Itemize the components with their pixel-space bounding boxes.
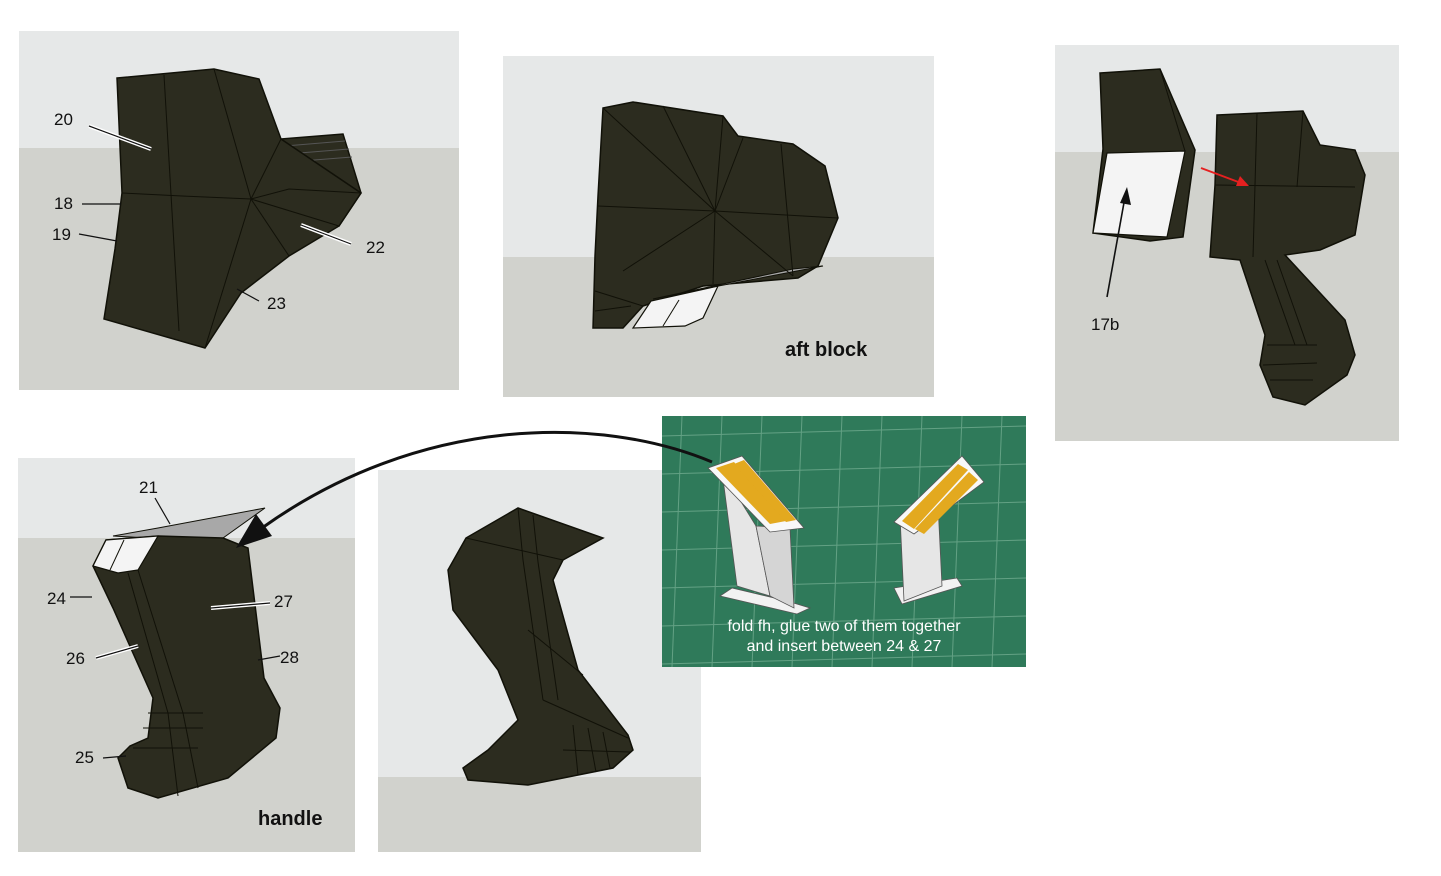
handle-illustration [18,458,355,852]
photo-caption-line-2: and insert between 24 & 27 [746,638,942,655]
folded-parts-photo [662,416,1026,667]
panel-aft-block: aft block [503,56,934,397]
panel-handle: 21 24 27 26 28 25 handle [18,458,355,852]
part-label-17b: 17b [1091,315,1120,334]
part-label-20: 20 [54,110,73,129]
part-label-25: 25 [75,748,94,767]
aft-block-title: aft block [785,339,868,361]
panel-main-block: 20 18 19 22 23 [19,31,459,390]
part-label-26: 26 [66,649,85,668]
part-label-22: 22 [366,238,385,257]
part-label-21: 21 [139,478,158,497]
photo-caption-line-1: fold fh, glue two of them together [727,618,961,635]
part-label-23: 23 [267,294,286,313]
part-label-27: 27 [274,592,293,611]
panel-assembly-17b: 17b [1055,45,1399,441]
handle-title: handle [258,808,323,830]
part-label-18: 18 [54,194,73,213]
main-block-illustration [19,31,459,390]
part-label-28: 28 [280,648,299,667]
assembly-illustration [1055,45,1399,441]
panel-handle-alt-view [378,470,701,852]
part-label-24: 24 [47,589,66,608]
handle-alt-illustration [378,470,701,852]
aft-block-illustration [503,56,934,397]
panel-photo-folded-parts: fold fh, glue two of them together and i… [662,416,1026,667]
part-label-19: 19 [52,225,71,244]
